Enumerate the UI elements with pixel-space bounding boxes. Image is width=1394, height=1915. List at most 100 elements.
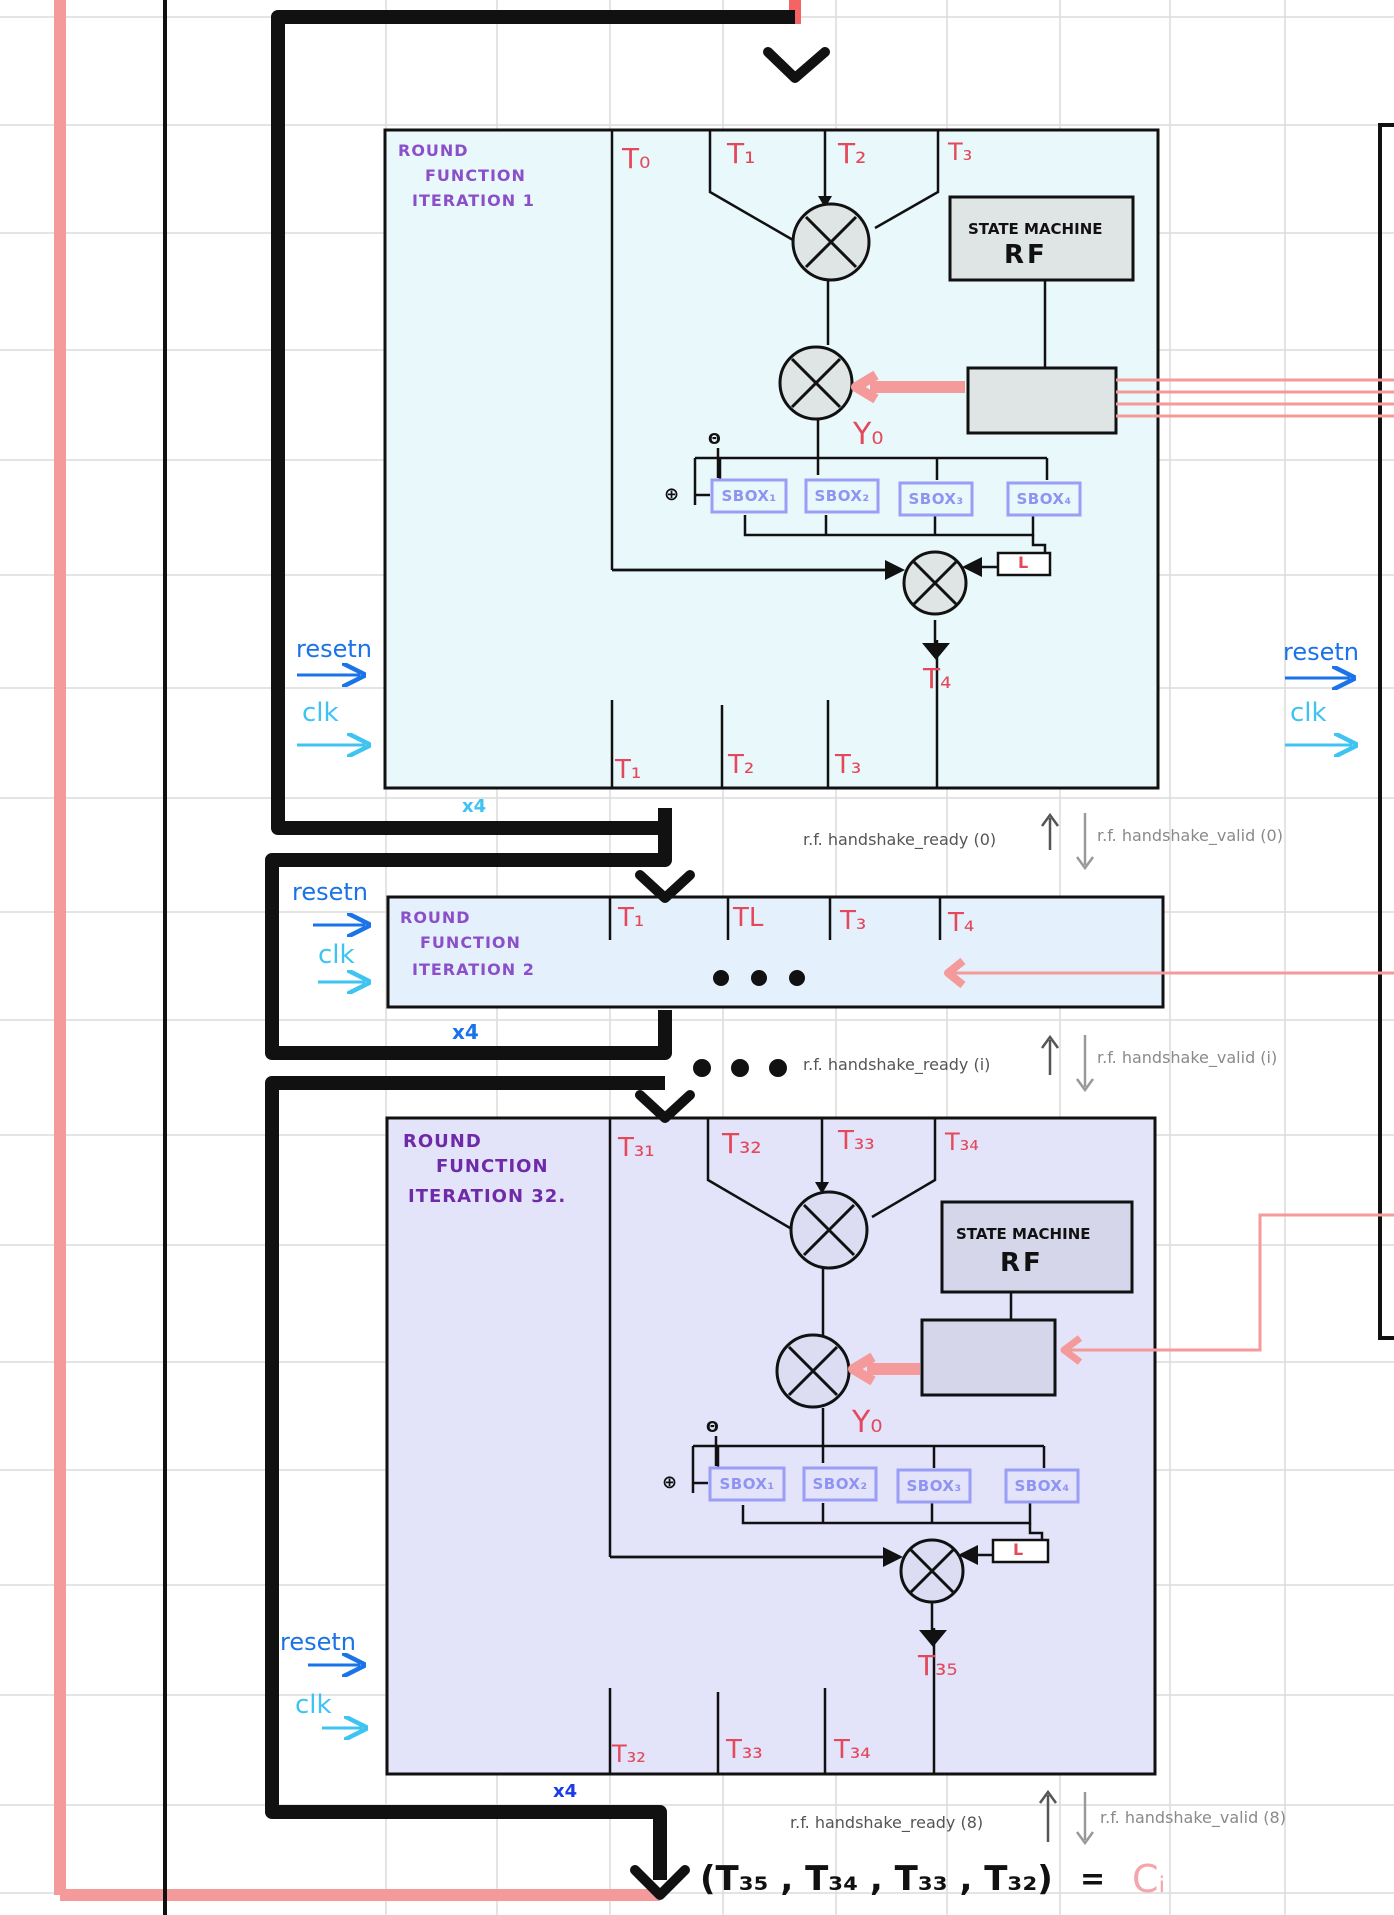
round32-out-t32: T₃₂ — [612, 1740, 646, 1768]
round32-state-machine-rf: RF — [1000, 1248, 1044, 1278]
round1-sbox4: SBOX₄ — [1016, 490, 1072, 508]
round1-sbox1: SBOX₁ — [721, 487, 777, 505]
round1-state-machine-label: STATE MACHINE — [968, 220, 1103, 238]
round2-input-t1: T₁ — [618, 903, 645, 933]
handshake-arrows — [1038, 812, 1095, 1846]
round32-l-label: L — [1013, 1540, 1024, 1559]
round2-title-line3: ITERATION 2 — [412, 960, 535, 979]
round32-l-box — [991, 1538, 1050, 1564]
round1-l-box — [996, 551, 1052, 577]
round1-state-machine — [948, 195, 1135, 282]
round32-mult-top — [789, 1190, 869, 1270]
round1-out-t2: T₂ — [728, 750, 755, 780]
round32-clk: clk — [295, 1690, 332, 1720]
round1-input-t2: T₂ — [838, 137, 867, 170]
round32-sbox1: SBOX₁ — [719, 1475, 775, 1493]
round32-input-arrowhead — [815, 1182, 829, 1194]
round1-input-t3: T₃ — [948, 138, 973, 166]
round1-input-t0: T₀ — [622, 142, 651, 175]
round2-box — [386, 895, 1165, 1009]
handshake-ready-0: r.f. handshake_ready (0) — [803, 830, 997, 849]
round1-mult-top — [791, 202, 871, 282]
round32-state-machine-label: STATE MACHINE — [956, 1225, 1091, 1243]
right-clk: clk — [1290, 698, 1327, 728]
round1-loop-wire — [271, 10, 795, 835]
round1-state-machine-rf: RF — [1004, 240, 1048, 270]
round32-input-t32: T₃₂ — [722, 1127, 762, 1160]
round1-output-t4: T₄ — [923, 662, 952, 695]
round1-input-arrowhead — [818, 196, 832, 208]
round32-sbox2: SBOX₂ — [812, 1475, 868, 1493]
round1-title-line1: ROUND — [398, 141, 469, 160]
round32-sbox4: SBOX₄ — [1014, 1477, 1070, 1495]
round1-theta: Θ — [708, 430, 721, 448]
round32-out-t33: T₃₃ — [726, 1735, 763, 1765]
round32-entry-arrow — [635, 1090, 695, 1123]
round32-multiplier: x4 — [553, 1781, 578, 1802]
round32-loop-wire — [265, 1076, 667, 1880]
round2-clk: clk — [318, 940, 355, 970]
round1-plus: ⊕ — [664, 484, 680, 505]
round32-out-t34: T₃₄ — [834, 1735, 871, 1765]
right-frame — [1378, 123, 1394, 1340]
round32-title-line1: ROUND — [403, 1131, 482, 1152]
round1-y0-label: Y₀ — [853, 417, 884, 452]
between-dots — [693, 1059, 787, 1077]
signal-arrows — [297, 675, 1352, 1728]
round32-y0-label: Y₀ — [852, 1405, 883, 1440]
round1-right-inputs — [1116, 378, 1394, 418]
round2-entry-arrow — [635, 870, 695, 903]
round2-title-line2: FUNCTION — [420, 933, 521, 952]
round1-sbox3: SBOX₃ — [908, 490, 964, 508]
round2-input-tl: TL — [733, 903, 764, 933]
round2-resetn: resetn — [292, 878, 368, 906]
round1-top-arrow — [763, 47, 830, 83]
round32-state-register — [920, 1318, 1057, 1397]
round1-resetn: resetn — [296, 635, 372, 663]
round32-sboxes — [708, 1466, 1080, 1504]
round32-theta: Θ — [706, 1418, 719, 1436]
round32-output-arrowhead — [919, 1630, 947, 1647]
round1-out-t1: T₁ — [615, 755, 642, 785]
round1-mult-bottom — [902, 550, 968, 616]
round1-output-arrowhead — [922, 643, 950, 660]
handshake-valid-i: r.f. handshake_valid (i) — [1097, 1048, 1278, 1067]
round1-clk: clk — [302, 698, 339, 728]
round32-input-t34: T₃₄ — [945, 1128, 979, 1156]
round32-input-t33: T₃₃ — [838, 1126, 875, 1156]
round2-dividers — [608, 897, 942, 940]
round1-mult-mid — [778, 345, 854, 421]
right-resetn: resetn — [1283, 638, 1359, 666]
round32-plus: ⊕ — [662, 1472, 678, 1493]
handshake-ready-8: r.f. handshake_ready (8) — [790, 1813, 984, 1832]
round32-resetn: resetn — [280, 1628, 356, 1656]
round32-datapath — [608, 1118, 1046, 1774]
round32-sbox-feedback — [693, 1436, 718, 1485]
handshake-valid-8: r.f. handshake_valid (8) — [1100, 1808, 1286, 1827]
round1-state-register — [966, 366, 1118, 435]
final-output-arrow — [630, 1865, 690, 1900]
round1-title-line2: FUNCTION — [425, 166, 526, 185]
round1-sbox-feedback — [695, 448, 720, 497]
round2-input-t4: T₄ — [948, 908, 975, 938]
round32-right-arrowhead — [1060, 1335, 1083, 1365]
result-tuple: (T₃₅ , T₃₄ , T₃₃ , T₃₂) — [700, 1859, 1053, 1899]
round1-pink-arrowhead — [851, 370, 879, 404]
round1-sboxes — [710, 478, 1082, 517]
round1-multiplier: x4 — [462, 796, 487, 817]
round1-out-t3: T₃ — [835, 750, 862, 780]
round32-state-machine — [940, 1200, 1134, 1294]
round32-right-input — [1068, 1213, 1394, 1352]
result-equals: = — [1080, 1862, 1106, 1897]
round32-pink-arrowhead — [848, 1352, 876, 1386]
round1-l-label: L — [1018, 553, 1029, 572]
round32-sbox3: SBOX₃ — [906, 1477, 962, 1495]
round2-pink-arrowhead — [944, 957, 966, 989]
round2-multiplier: x4 — [452, 1020, 479, 1044]
handshake-valid-0: r.f. handshake_valid (0) — [1097, 826, 1283, 845]
round32-input-t31: T₃₁ — [618, 1133, 655, 1163]
result-output-ci: Cᵢ — [1132, 1857, 1166, 1901]
round1-input-t1: T₁ — [727, 137, 756, 170]
round32-title-line2: FUNCTION — [436, 1156, 549, 1177]
